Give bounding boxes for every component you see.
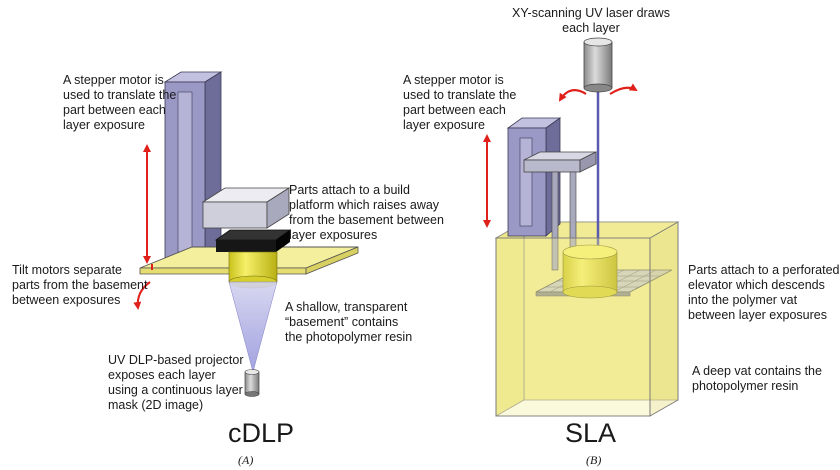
cdlp-projector	[244, 369, 260, 397]
sla-panel-title: SLA	[565, 418, 617, 448]
sla-elevator-line-4: between layer exposures	[688, 308, 827, 322]
sla-scan-arrow-right	[609, 83, 638, 95]
cdlp-apparatus	[139, 71, 359, 397]
cdlp-basement-line-2: “basement” contains	[285, 315, 399, 329]
cdlp-panel-title: cDLP	[228, 418, 295, 448]
cdlp-build-plate	[214, 229, 292, 252]
cdlp-projector-note: UV DLP-based projector exposes each laye…	[108, 353, 243, 413]
cdlp-stepper-note: A stepper motor is used to translate the…	[63, 73, 176, 133]
cdlp-stepper-line-2: used to translate the	[63, 88, 177, 102]
cdlp-stepper-line-3: part between each	[63, 103, 166, 117]
sla-laser-line-1: XY-scanning UV laser draws	[512, 6, 670, 20]
cdlp-basement-line-1: A shallow, transparent	[285, 300, 408, 314]
sla-elevator-arm	[523, 151, 597, 271]
cdlp-build-platform-line-1: Parts attach to a build	[289, 183, 410, 197]
sla-vat-front	[495, 221, 679, 417]
cdlp-build-platform-line-3: from the basement between	[289, 213, 444, 227]
cdlp-tilt-line-1: Tilt motors separate	[12, 263, 122, 277]
cdlp-projector-line-3: using a continuous layer	[108, 383, 243, 397]
cdlp-projection-beam	[228, 281, 278, 373]
sla-elevator-line-1: Parts attach to a perforated	[688, 263, 840, 277]
cdlp-tilt-line-3: between exposures	[12, 293, 121, 307]
sla-vat	[494, 221, 680, 417]
cdlp-stepper-line-4: layer exposure	[63, 118, 145, 132]
cdlp-tilt-line-2: parts from the basement	[12, 278, 148, 292]
cdlp-build-platform-note: Parts attach to a build platform which r…	[289, 183, 444, 243]
sla-stepper-line-2: used to translate the	[403, 88, 517, 102]
cdlp-projector-line-2: exposes each layer	[108, 368, 216, 382]
sla-arrows	[483, 83, 638, 228]
cdlp-tilt-arrow	[133, 281, 151, 310]
cdlp-projector-line-1: UV DLP-based projector	[108, 353, 244, 367]
sla-elevator-line-3: into the polymer vat	[688, 293, 798, 307]
sla-apparatus	[494, 37, 680, 417]
cdlp-stepper-line-1: A stepper motor is	[63, 73, 164, 87]
sla-laser-line-2: each layer	[562, 21, 620, 35]
cdlp-tilt-note: Tilt motors separate parts from the base…	[12, 263, 147, 308]
cdlp-basement-line-3: the photopolymer resin	[285, 330, 413, 344]
sla-panel-sublabel: (B)	[586, 453, 602, 467]
sla-laser-head	[583, 37, 613, 93]
cdlp-arrows	[133, 144, 153, 310]
sla-elevator-note: Parts attach to a perforated elevator wh…	[688, 263, 839, 323]
sla-scan-arrow-left	[558, 89, 587, 102]
cdlp-build-platform-line-4: layer exposures	[289, 228, 378, 242]
sla-vat-line-2: photopolymer resin	[692, 379, 799, 393]
sla-printed-part	[562, 244, 618, 299]
sla-vat-line-1: A deep vat contains the	[692, 364, 822, 378]
sla-stepper-line-1: A stepper motor is	[403, 73, 504, 87]
sla-vat-note: A deep vat contains the photopolymer res…	[692, 364, 822, 394]
cdlp-panel-sublabel: (A)	[238, 453, 254, 467]
sla-stepper-line-4: layer exposure	[403, 118, 485, 132]
cdlp-build-platform-line-2: platform which raises away	[289, 198, 440, 212]
cdlp-build-arm	[201, 187, 291, 229]
sla-laser-note: XY-scanning UV laser draws each layer	[512, 6, 670, 36]
cdlp-projector-line-4: mask (2D image)	[108, 398, 204, 412]
sla-stepper-line-3: part between each	[403, 103, 506, 117]
sla-elevator-line-2: elevator which descends	[688, 278, 825, 292]
sla-stepper-note: A stepper motor is used to translate the…	[403, 73, 516, 133]
cdlp-basement-note: A shallow, transparent “basement” contai…	[285, 300, 412, 345]
